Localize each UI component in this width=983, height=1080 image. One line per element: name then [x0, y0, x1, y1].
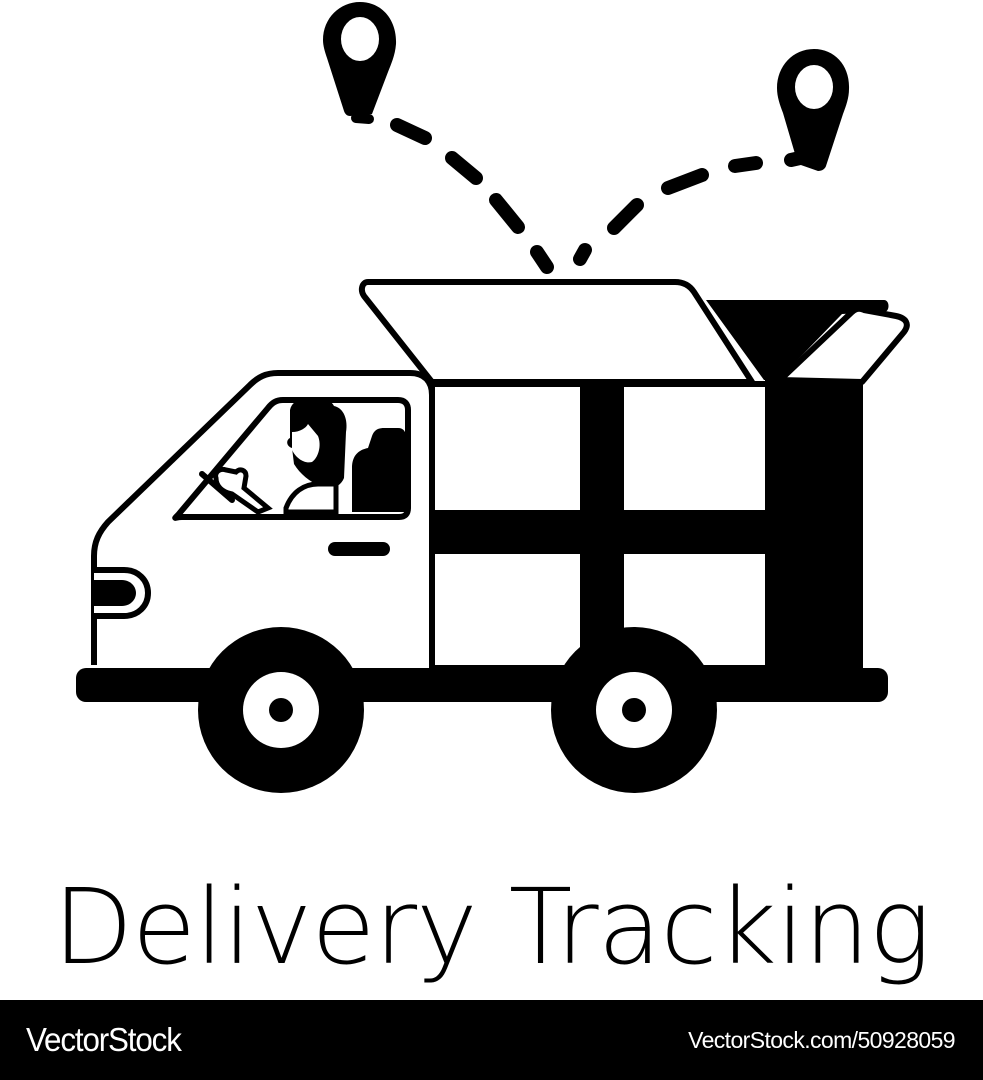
image-reference-link[interactable]: VectorStock.com/50928059	[688, 1026, 955, 1053]
wheel-front-icon	[551, 627, 717, 793]
wheel-rear-icon	[198, 627, 364, 793]
driver-icon	[199, 398, 347, 515]
delivery-tracking-illustration	[76, 2, 910, 793]
dashed-route-icon	[390, 118, 807, 274]
brand-logo-text: VectorStock	[26, 1021, 182, 1058]
location-pin-left-icon	[323, 2, 397, 124]
delivery-truck-icon	[76, 279, 910, 793]
open-cargo-box-icon	[358, 279, 910, 671]
watermark-footer: VectorStock VectorStock.com/50928059	[0, 1000, 983, 1080]
page-title: Delivery Tracking	[52, 866, 931, 988]
location-pin-right-icon	[777, 49, 850, 171]
